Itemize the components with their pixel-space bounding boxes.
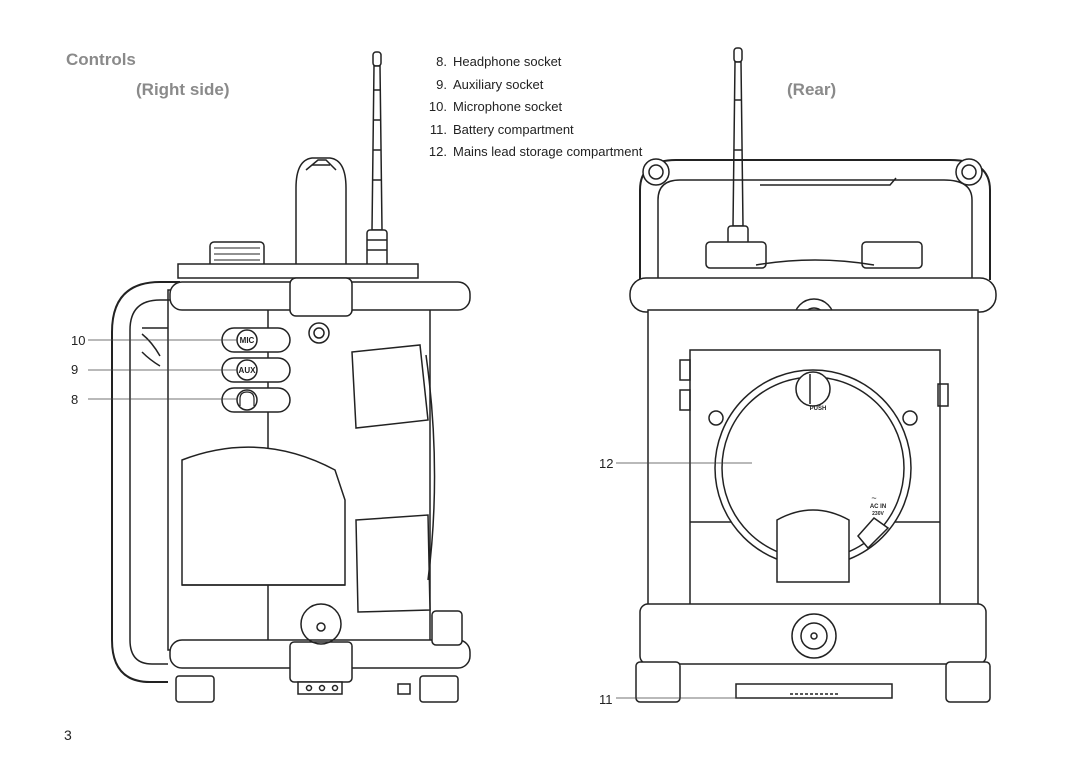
callout-battery-number: 11 bbox=[599, 692, 613, 707]
push-label: PUSH bbox=[810, 406, 827, 412]
rear-leader-lines bbox=[616, 462, 752, 699]
callout-aux-number: 9 bbox=[71, 362, 79, 377]
rear-view-title: (Rear) bbox=[787, 80, 837, 99]
callout-lead-storage-number: 12 bbox=[599, 456, 614, 471]
battery-compartment bbox=[735, 683, 893, 699]
page-number: 3 bbox=[64, 727, 72, 743]
legend-item-battery: 11.Battery compartment bbox=[429, 121, 574, 137]
handle-bolt-right bbox=[955, 158, 983, 186]
voltage-label: 230V bbox=[872, 511, 884, 517]
legend-item-microphone: 10.Microphone socket bbox=[428, 99, 563, 114]
ac-in-label: AC IN bbox=[870, 504, 886, 510]
mic-socket-label: MIC bbox=[240, 336, 255, 345]
mic-socket bbox=[221, 327, 291, 353]
antenna-right bbox=[366, 51, 388, 269]
handle-bolt-left bbox=[642, 158, 670, 186]
controls-legend: 8.Headphone socket 9.Auxiliary socket 10… bbox=[413, 51, 642, 164]
ac-symbol: ~ bbox=[871, 493, 876, 503]
callout-mic-number: 10 bbox=[71, 333, 86, 348]
right-side-view-title: (Right side) bbox=[136, 80, 230, 99]
legend-item-auxiliary: 9.Auxiliary socket bbox=[436, 76, 544, 92]
legend-item-headphone: 8.Headphone socket bbox=[436, 54, 562, 69]
legend-item-lead-storage: 12.Mains lead storage compartment bbox=[428, 144, 643, 159]
aux-socket-label: AUX bbox=[239, 366, 257, 375]
antenna-rear bbox=[727, 47, 749, 267]
rear-radio-drawing bbox=[629, 47, 997, 703]
headphone-socket bbox=[221, 387, 291, 413]
right-side-radio-drawing bbox=[111, 51, 471, 703]
section-title: Controls bbox=[66, 50, 136, 69]
right-side-leader-lines bbox=[88, 339, 237, 400]
callout-headphone-number: 8 bbox=[71, 392, 79, 407]
